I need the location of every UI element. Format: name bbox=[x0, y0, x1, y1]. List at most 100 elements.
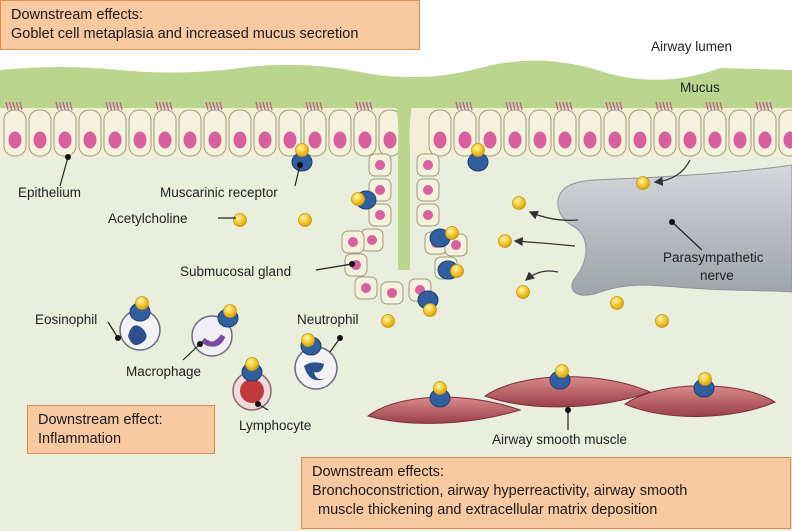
epithelial-nucleus bbox=[433, 131, 447, 149]
gland-nucleus bbox=[423, 185, 433, 195]
label-acetylcholine: Acetylcholine bbox=[108, 211, 188, 226]
release-arrow-4 bbox=[653, 159, 691, 186]
gland-nucleus bbox=[423, 210, 433, 220]
cilium bbox=[615, 101, 620, 111]
label-macrophage: Macrophage bbox=[126, 364, 201, 379]
cilium bbox=[62, 101, 66, 111]
cilium bbox=[19, 101, 23, 111]
cilium bbox=[508, 101, 513, 111]
cilium bbox=[769, 101, 773, 111]
cilium bbox=[5, 101, 9, 111]
cilium bbox=[205, 101, 209, 111]
label-epithelium: Epithelium bbox=[18, 185, 81, 200]
cilium bbox=[119, 101, 123, 111]
cilium bbox=[458, 101, 463, 111]
epithelial-cells bbox=[3, 109, 792, 157]
cilium bbox=[158, 101, 163, 111]
neutrophil-nucleus bbox=[304, 362, 326, 381]
acetylcholine-molecule-icon bbox=[516, 285, 530, 299]
epithelial-nucleus bbox=[608, 131, 622, 149]
cilium bbox=[258, 101, 263, 111]
acetylcholine-molecule-icon bbox=[351, 192, 365, 206]
acetylcholine-molecule-icon bbox=[498, 234, 512, 248]
epithelial-nucleus bbox=[158, 131, 172, 149]
cilium bbox=[719, 101, 723, 111]
cilium bbox=[108, 101, 113, 111]
acetylcholine-molecule-icon bbox=[555, 364, 569, 378]
goblet-box-body: Goblet cell metaplasia and increased muc… bbox=[11, 26, 359, 42]
epithelial-nucleus bbox=[333, 131, 347, 149]
cilium bbox=[365, 101, 370, 111]
cilium bbox=[469, 101, 473, 111]
cilium bbox=[15, 101, 20, 111]
cilium bbox=[312, 101, 316, 111]
cilium bbox=[308, 101, 313, 111]
inflammation-box-title: Downstream effect: bbox=[38, 412, 163, 428]
cilium bbox=[8, 101, 13, 111]
epithelial-nucleus bbox=[633, 131, 647, 149]
epithelial-nucleus bbox=[383, 131, 397, 149]
cilium bbox=[465, 101, 470, 111]
cilium bbox=[762, 101, 766, 111]
epithelial-nucleus bbox=[508, 131, 522, 149]
cilium bbox=[519, 101, 523, 111]
epithelial-nucleus bbox=[208, 131, 222, 149]
inflammation-box-body: Inflammation bbox=[38, 431, 122, 447]
eosinophil-nucleus bbox=[128, 325, 147, 345]
cilium bbox=[705, 101, 709, 111]
acetylcholine-molecule-icon bbox=[381, 314, 395, 328]
epithelial-nucleus bbox=[533, 131, 547, 149]
cilium bbox=[255, 101, 259, 111]
acetylcholine-molecule-icon bbox=[433, 381, 447, 395]
epithelial-nucleus bbox=[233, 131, 247, 149]
label-mucus: Mucus bbox=[680, 80, 720, 95]
epithelial-nucleus bbox=[83, 131, 97, 149]
epithelial-nucleus bbox=[258, 131, 272, 149]
acetylcholine-molecule-icon bbox=[450, 264, 464, 278]
acetylcholine-molecule-icon bbox=[301, 333, 315, 347]
cilium bbox=[569, 101, 573, 111]
label-parasympathetic-nerve-2: nerve bbox=[700, 268, 734, 283]
cilium bbox=[115, 101, 120, 111]
cilium bbox=[208, 101, 213, 111]
gland-nucleus bbox=[361, 283, 371, 293]
acetylcholine-molecule-icon bbox=[223, 304, 237, 318]
cilium bbox=[655, 101, 659, 111]
label-airway-smooth-muscle: Airway smooth muscle bbox=[492, 432, 627, 447]
release-arrow-2 bbox=[513, 236, 576, 247]
epithelial-nucleus bbox=[733, 131, 747, 149]
acetylcholine-molecules bbox=[135, 143, 712, 395]
acetylcholine-molecule-icon bbox=[636, 176, 650, 190]
inflammation-effect-box: Downstream effect: Inflammation bbox=[27, 405, 215, 454]
acetylcholine-molecule-icon bbox=[423, 303, 437, 317]
gland-nucleus bbox=[375, 185, 385, 195]
cilium bbox=[455, 101, 459, 111]
cilium bbox=[269, 101, 273, 111]
cilium bbox=[369, 101, 373, 111]
cilium bbox=[605, 101, 609, 111]
goblet-box-title: Downstream effects: bbox=[11, 7, 143, 23]
gland-nucleus bbox=[367, 235, 377, 245]
acetylcholine-molecule-icon bbox=[445, 226, 459, 240]
cilium bbox=[765, 101, 770, 111]
smooth-muscle-box-title: Downstream effects: bbox=[312, 464, 444, 480]
epithelial-nucleus bbox=[283, 131, 297, 149]
cilium bbox=[362, 101, 366, 111]
macrophage-nucleus bbox=[201, 334, 226, 347]
epithelial-nucleus bbox=[483, 131, 497, 149]
label-muscarinic-receptor: Muscarinic receptor bbox=[160, 185, 278, 200]
epithelial-nucleus bbox=[108, 131, 122, 149]
epithelial-nucleus bbox=[133, 131, 147, 149]
release-arrow-1 bbox=[528, 210, 579, 221]
gland-nucleus bbox=[375, 160, 385, 170]
acetylcholine-molecule-icon bbox=[233, 213, 247, 227]
gland-nucleus bbox=[375, 210, 385, 220]
cilium bbox=[758, 101, 763, 111]
cilium bbox=[658, 101, 663, 111]
epithelial-nucleus bbox=[583, 131, 597, 149]
cilium bbox=[265, 101, 270, 111]
label-eosinophil: Eosinophil bbox=[35, 312, 97, 327]
cilium bbox=[315, 101, 320, 111]
cilium bbox=[262, 101, 266, 111]
